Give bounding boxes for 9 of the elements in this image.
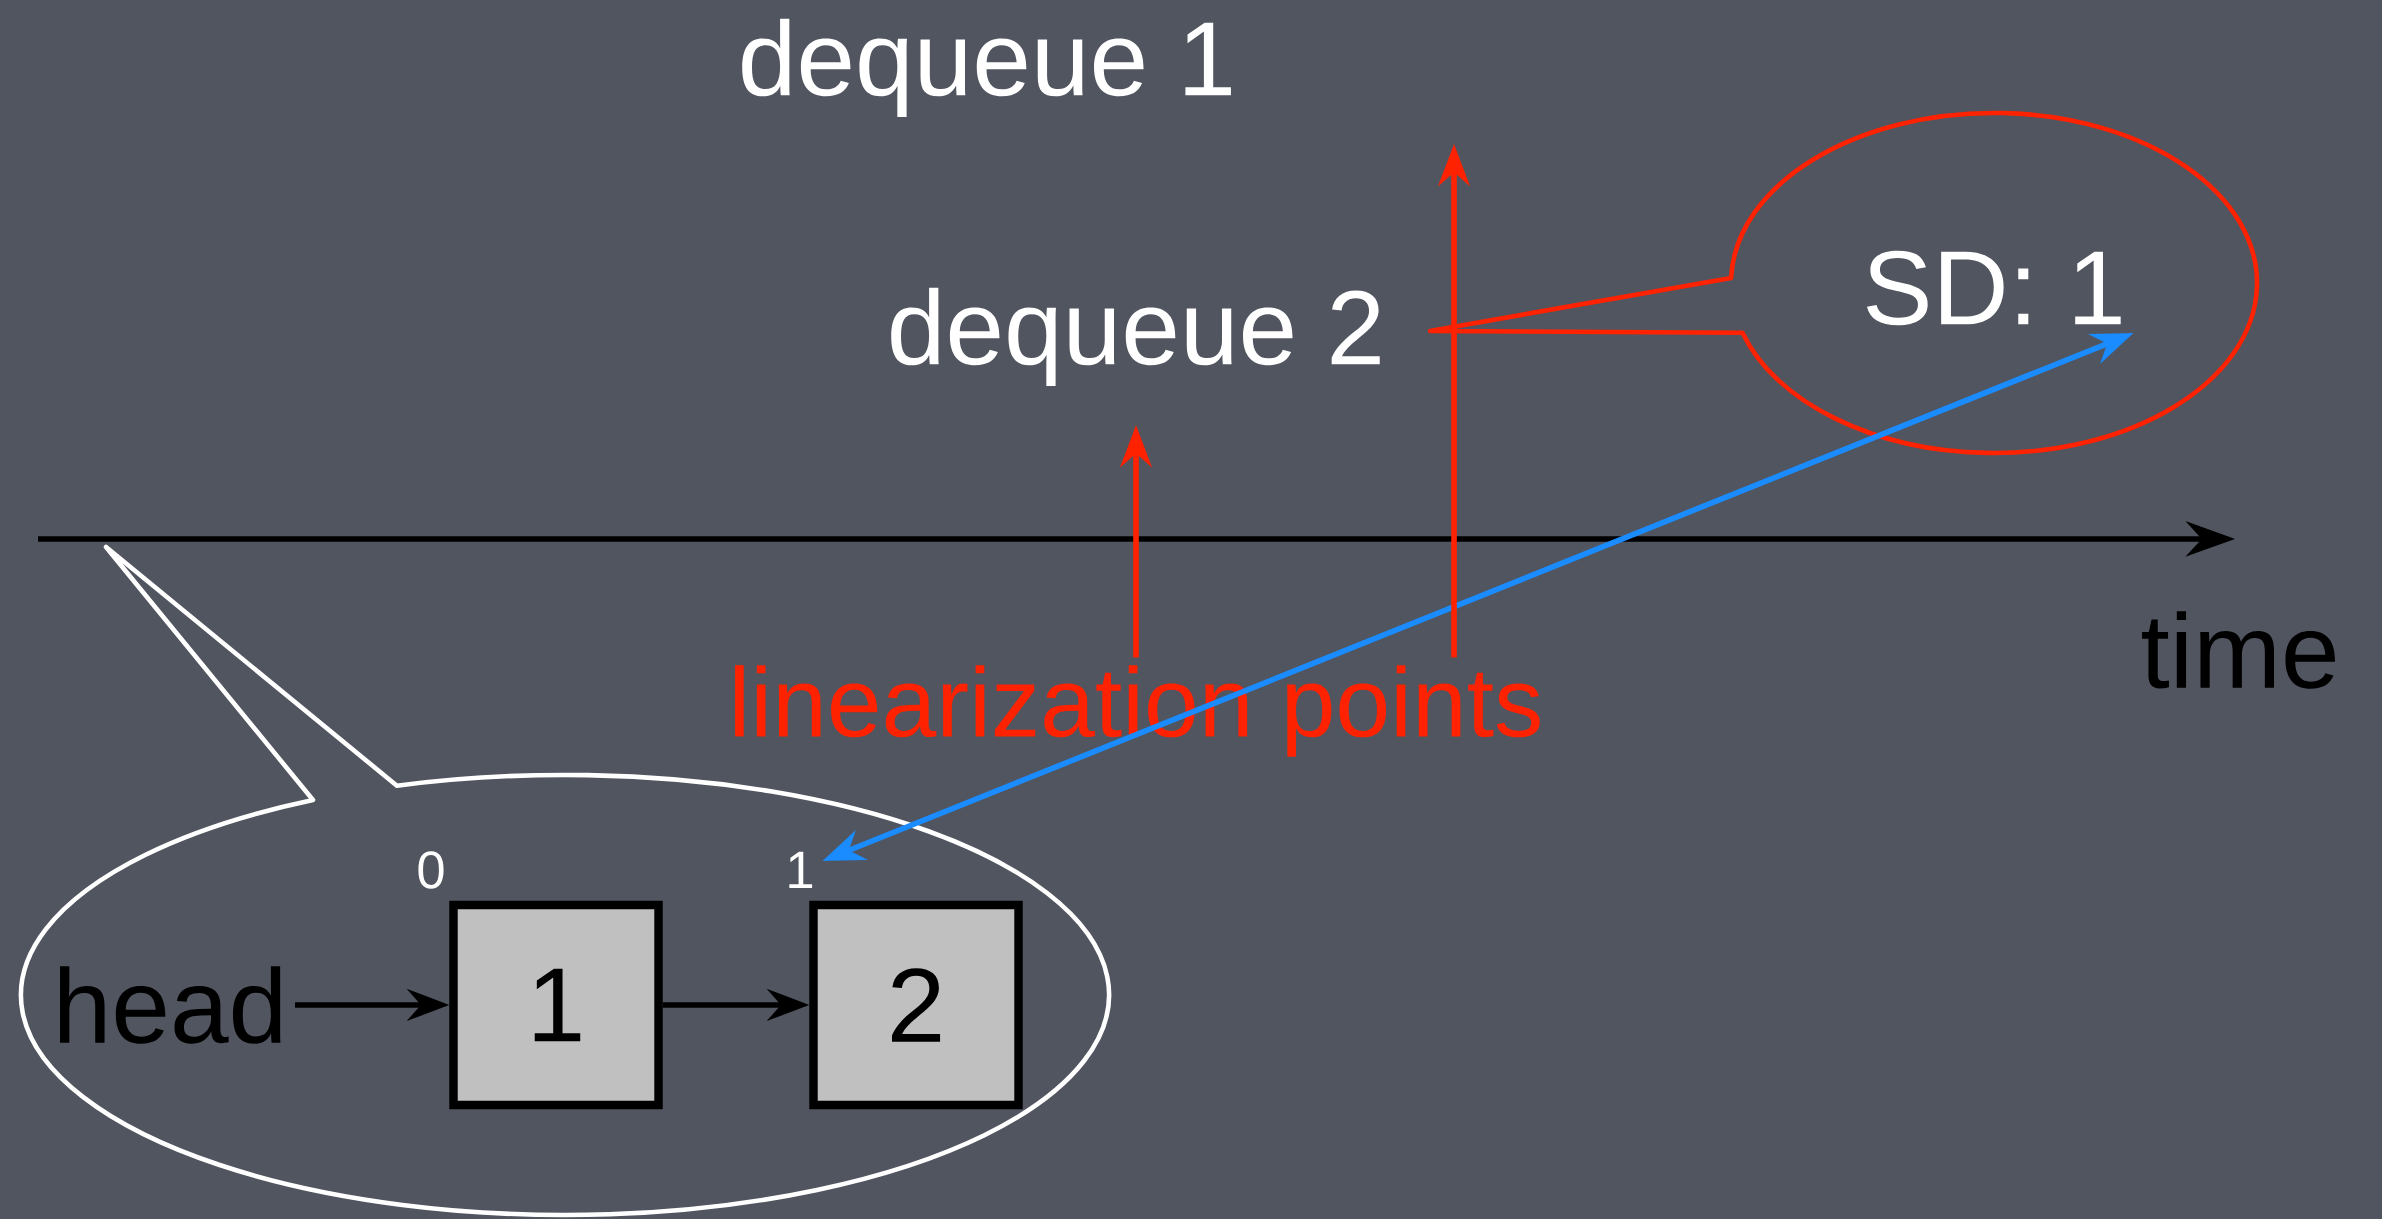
pointer-label: head: [60, 966, 281, 1044]
list-cell: 2: [809, 900, 1023, 1110]
text-label: time: [2142, 611, 2335, 689]
index-label: 0: [418, 851, 444, 889]
text-label: dequeue 2: [891, 287, 1380, 387]
list-cell: 1: [449, 900, 663, 1110]
callout-bubble: SD: 1: [1427, 110, 2260, 456]
index-label: 1: [789, 851, 813, 889]
text-label: dequeue 1: [742, 18, 1231, 118]
